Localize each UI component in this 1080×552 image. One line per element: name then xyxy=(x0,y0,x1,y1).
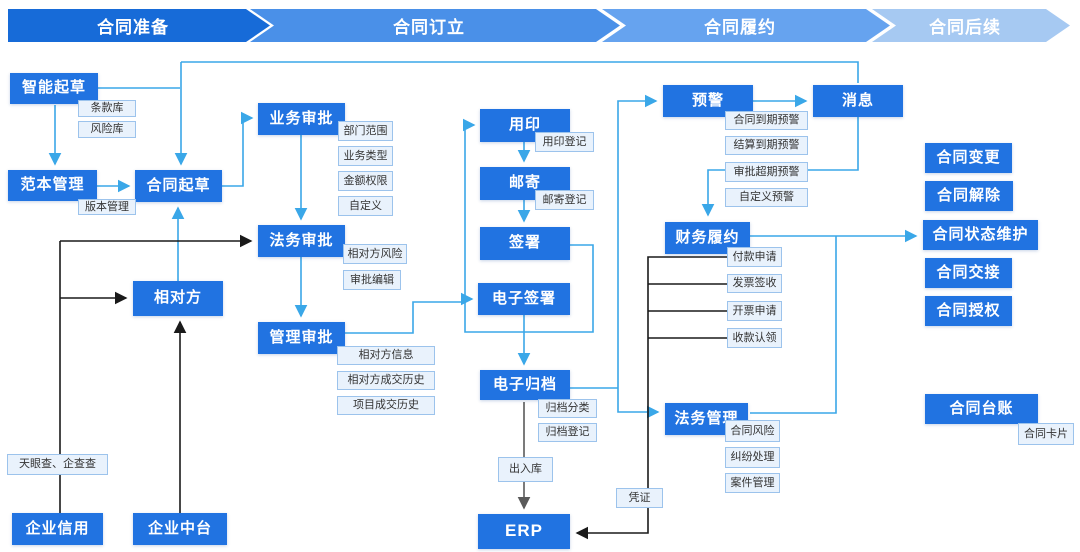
node-management-approval: 管理审批 xyxy=(258,322,345,354)
node-contract-risk: 合同风险 xyxy=(725,420,780,442)
node-contract-ledger: 合同台账 xyxy=(925,394,1038,424)
node-dispute-handling: 纠纷处理 xyxy=(725,447,780,468)
node-seal-register: 用印登记 xyxy=(535,132,594,152)
node-counterparty-info: 相对方信息 xyxy=(337,346,435,365)
node-clause-library: 条款库 xyxy=(78,100,136,117)
node-template-management: 范本管理 xyxy=(8,170,97,201)
node-mail-register: 邮寄登记 xyxy=(535,190,594,210)
node-archive-register: 归档登记 xyxy=(538,423,597,442)
node-tianyancha-qichacha: 天眼查、企查查 xyxy=(7,454,108,475)
node-version-management: 版本管理 xyxy=(78,199,136,215)
node-risk-library: 风险库 xyxy=(78,121,136,138)
node-counterparty-risk: 相对方风险 xyxy=(343,244,407,264)
node-legal-approval: 法务审批 xyxy=(258,225,345,257)
node-business-type: 业务类型 xyxy=(338,146,393,166)
node-counterparty-deal-history: 相对方成交历史 xyxy=(337,371,435,390)
node-settlement-expiry-warning: 结算到期预警 xyxy=(725,136,808,155)
node-inout-warehouse: 出入库 xyxy=(498,457,553,482)
node-enterprise-credit: 企业信用 xyxy=(12,513,103,545)
node-sign: 签署 xyxy=(480,227,570,260)
node-erp: ERP xyxy=(478,514,570,549)
node-contract-status-maintenance: 合同状态维护 xyxy=(923,220,1038,250)
stage-label: 合同履约 xyxy=(704,18,776,37)
node-invoicing-request: 开票申请 xyxy=(727,301,782,321)
node-payment-claim: 收款认领 xyxy=(727,328,782,348)
node-electronic-archive: 电子归档 xyxy=(480,370,570,400)
stage-contract-followup: 合同后续 xyxy=(872,9,1070,42)
node-contract-termination: 合同解除 xyxy=(925,181,1013,211)
node-approval-edit: 审批编辑 xyxy=(343,270,401,290)
node-contract-handover: 合同交接 xyxy=(925,258,1012,288)
node-archive-classify: 归档分类 xyxy=(538,399,597,418)
stage-label: 合同后续 xyxy=(929,18,1001,37)
stage-label: 合同准备 xyxy=(97,18,169,37)
node-approval-overdue-warning: 审批超期预警 xyxy=(725,162,808,182)
node-contract-change: 合同变更 xyxy=(925,143,1012,173)
node-amount-authority: 金额权限 xyxy=(338,171,393,191)
node-custom-warning: 自定义预警 xyxy=(725,188,808,207)
node-custom: 自定义 xyxy=(338,196,393,216)
node-project-deal-history: 项目成交历史 xyxy=(337,396,435,415)
node-counterparty: 相对方 xyxy=(133,281,223,316)
stage-contract-performance: 合同履约 xyxy=(602,9,890,42)
stage-label: 合同订立 xyxy=(393,18,465,37)
node-message: 消息 xyxy=(813,85,903,117)
node-electronic-sign: 电子签署 xyxy=(478,283,570,315)
node-smart-drafting: 智能起草 xyxy=(10,73,98,104)
node-case-management: 案件管理 xyxy=(725,473,780,493)
node-business-approval: 业务审批 xyxy=(258,103,345,135)
stage-contract-establishment: 合同订立 xyxy=(250,9,620,42)
node-contract-expiry-warning: 合同到期预警 xyxy=(725,111,808,130)
node-payment-request: 付款申请 xyxy=(727,247,782,267)
node-contract-card: 合同卡片 xyxy=(1018,423,1074,445)
node-dept-scope: 部门范围 xyxy=(338,121,393,141)
node-invoice-receipt: 发票签收 xyxy=(727,274,782,293)
node-enterprise-platform: 企业中台 xyxy=(133,513,227,545)
stage-contract-preparation: 合同准备 xyxy=(8,9,270,42)
node-voucher: 凭证 xyxy=(616,488,663,508)
node-contract-authorization: 合同授权 xyxy=(925,296,1012,326)
node-contract-drafting: 合同起草 xyxy=(135,170,222,202)
